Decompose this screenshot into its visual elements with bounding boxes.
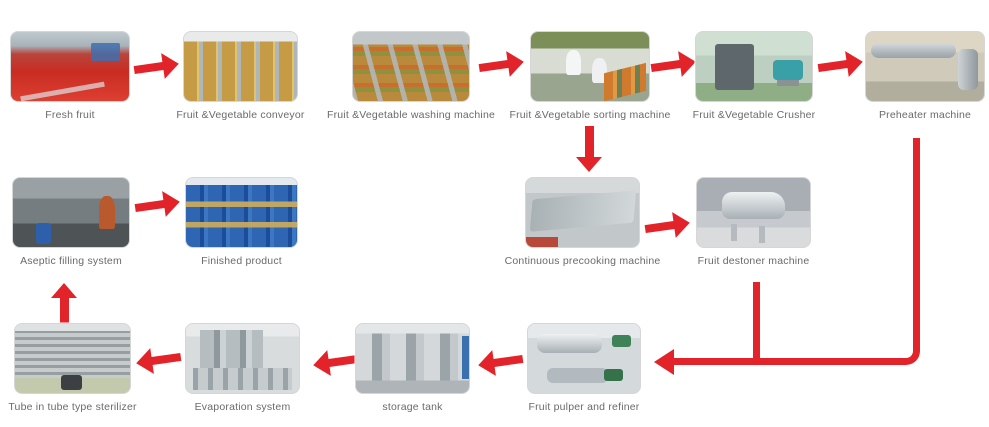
node-pulper-refiner: Fruit pulper and refiner — [527, 323, 641, 413]
node-caption: Fruit pulper and refiner — [528, 401, 640, 413]
storage-tank-photo — [355, 323, 470, 394]
node-caption: Finished product — [201, 255, 282, 267]
arrow-shaft — [492, 354, 524, 368]
arrow-shaft — [60, 298, 69, 329]
arrow-shaft — [644, 220, 676, 234]
node-precooking-machine: Continuous precooking machine — [505, 177, 660, 267]
crusher-photo — [695, 31, 813, 102]
arrow-washing-to-sorting — [476, 48, 526, 81]
node-storage-tank: storage tank — [355, 323, 470, 413]
arrow-shaft — [817, 59, 849, 73]
node-caption: Fruit &Vegetable washing machine — [326, 109, 496, 121]
node-finished-product: Finished product — [185, 177, 298, 267]
node-caption: Fresh fruit — [45, 109, 95, 121]
arrow-head — [51, 283, 77, 298]
node-fresh-fruit: Fresh fruit — [10, 31, 130, 121]
arrow-shaft — [650, 59, 682, 73]
node-crusher: Fruit &Vegetable Crusher — [693, 31, 815, 121]
connector-arrowhead-to-pulper — [654, 349, 674, 375]
arrow-sterilizer-to-aseptic — [51, 283, 78, 329]
node-caption: storage tank — [382, 401, 443, 413]
node-caption: Fruit destoner machine — [697, 255, 810, 267]
node-destoner-machine: Fruit destoner machine — [696, 177, 811, 267]
node-caption: Evaporation system — [194, 401, 291, 413]
arrow-shaft — [585, 126, 594, 157]
arrow-crusher-to-preheater — [815, 48, 865, 81]
arrow-shaft — [478, 59, 510, 73]
arrow-storage-to-evaporation — [311, 346, 360, 379]
arrow-sorting-to-precooking — [576, 126, 603, 172]
node-washing-machine: Fruit &Vegetable washing machine — [327, 31, 495, 121]
connector-destoner-drop-line — [753, 282, 760, 358]
arrow-aseptic-to-finished — [132, 188, 182, 221]
node-sorting-machine: Fruit &Vegetable sorting machine — [509, 31, 670, 121]
arrow-head — [161, 50, 181, 79]
arrow-evaporation-to-sterilizer — [134, 344, 183, 377]
conveyor-photo — [183, 31, 298, 102]
node-caption: Preheater machine — [878, 109, 972, 121]
connector-preheater-to-pulper — [672, 138, 920, 365]
arrow-head — [845, 48, 865, 77]
aseptic-filling-photo — [12, 177, 130, 248]
preheater-photo — [865, 31, 985, 102]
arrow-shaft — [133, 61, 165, 75]
arrow-head — [576, 157, 602, 172]
arrow-sorting-to-crusher — [648, 48, 698, 81]
arrow-head — [506, 48, 526, 77]
arrow-head — [162, 188, 182, 217]
node-conveyor: Fruit &Vegetable conveyor — [176, 31, 304, 121]
arrow-head — [311, 350, 331, 379]
node-caption: Aseptic filling system — [20, 255, 122, 267]
arrow-shaft — [150, 352, 182, 366]
fresh-fruit-photo — [10, 31, 130, 102]
arrow-fresh-fruit-to-conveyor — [131, 50, 181, 83]
node-caption: Fruit &Vegetable conveyor — [176, 109, 305, 121]
evaporation-system-photo — [185, 323, 300, 394]
pulper-refiner-photo — [527, 323, 641, 394]
arrow-shaft — [134, 199, 166, 213]
precooking-machine-photo — [525, 177, 640, 248]
arrow-pulper-to-storage — [476, 346, 525, 379]
destoner-machine-photo — [696, 177, 811, 248]
node-caption: Fruit &Vegetable sorting machine — [509, 109, 671, 121]
arrow-head — [134, 348, 154, 377]
washing-machine-photo — [352, 31, 470, 102]
node-preheater: Preheater machine — [865, 31, 985, 121]
node-tube-sterilizer: Tube in tube type sterilizer — [8, 323, 136, 413]
arrow-head — [476, 350, 496, 379]
node-evaporation-system: Evaporation system — [185, 323, 300, 413]
node-caption: Fruit &Vegetable Crusher — [692, 109, 816, 121]
finished-product-photo — [185, 177, 298, 248]
arrow-shaft — [327, 354, 359, 368]
node-caption: Tube in tube type sterilizer — [8, 401, 137, 413]
node-caption: Continuous precooking machine — [504, 255, 661, 267]
sorting-machine-photo — [530, 31, 650, 102]
tube-sterilizer-photo — [14, 323, 131, 394]
node-aseptic-filling: Aseptic filling system — [12, 177, 130, 267]
